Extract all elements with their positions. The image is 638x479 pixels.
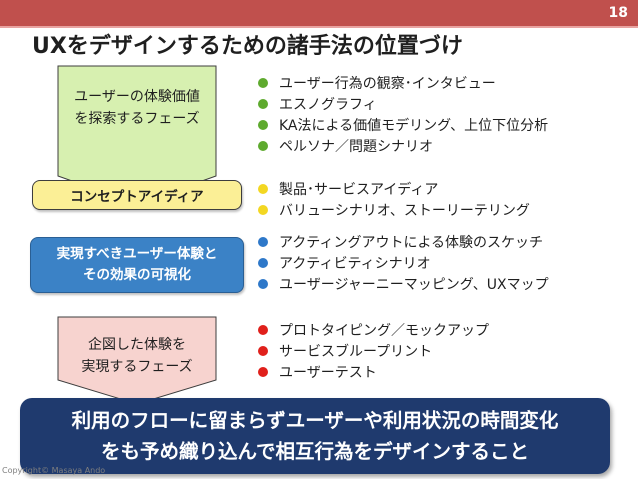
concept-methods-list: 製品･サービスアイディア バリューシナリオ、ストーリーテリング <box>258 178 530 220</box>
bullet-dot-icon <box>258 257 268 268</box>
header-bar: 18 <box>0 0 638 26</box>
list-item: ペルソナ／問題シナリオ <box>258 135 548 156</box>
bullet-dot-icon <box>258 324 268 335</box>
list-item: プロトタイピング／モックアップ <box>258 319 489 340</box>
copyright-notice: Copyright© Masaya Ando <box>2 466 106 475</box>
method-label: ユーザージャーニーマッピング、UXマップ <box>279 276 549 293</box>
summary-banner: 利用のフローに留まらずユーザーや利用状況の時間変化 をも予め織り込んで相互行為を… <box>20 398 610 474</box>
phase-concept-label: コンセプトアイディア <box>32 180 242 210</box>
explore-methods-list: ユーザー行為の観察･インタビュー エスノグラフィ KA法による価値モデリング、上… <box>258 72 548 156</box>
summary-line-2: をも予め織り込んで相互行為をデザインすること <box>100 440 530 463</box>
list-item: アクティビティシナリオ <box>258 252 549 273</box>
phase-visualize-label: 実現すべきユーザー体験と その効果の可視化 <box>30 237 244 293</box>
list-item: エスノグラフィ <box>258 93 548 114</box>
method-label: KA法による価値モデリング、上位下位分析 <box>279 117 549 134</box>
bullet-dot-icon <box>258 183 268 194</box>
summary-line-1: 利用のフローに留まらずユーザーや利用状況の時間変化 <box>71 409 559 432</box>
phase-explore-label: ユーザーの体験価値 を探索するフェーズ <box>74 89 200 127</box>
bullet-dot-icon <box>258 345 268 356</box>
bullet-dot-icon <box>258 77 268 88</box>
page-number: 18 <box>608 5 628 21</box>
list-item: 製品･サービスアイディア <box>258 178 530 199</box>
list-item: ユーザー行為の観察･インタビュー <box>258 72 548 93</box>
method-label: サービスブループリント <box>279 343 433 360</box>
list-item: バリューシナリオ、ストーリーテリング <box>258 199 530 220</box>
visualize-methods-list: アクティングアウトによる体験のスケッチ アクティビティシナリオ ユーザージャーニ… <box>258 231 549 294</box>
list-item: ユーザージャーニーマッピング、UXマップ <box>258 273 549 294</box>
method-label: アクティビティシナリオ <box>279 255 431 272</box>
phase-realize-arrow-shape <box>57 316 217 405</box>
method-label: アクティングアウトによる体験のスケッチ <box>279 234 544 251</box>
page-title: UXをデザインするための諸手法の位置づけ <box>32 34 463 59</box>
method-label: ユーザーテスト <box>279 364 377 381</box>
bullet-dot-icon <box>258 204 268 215</box>
realize-methods-list: プロトタイピング／モックアップ サービスブループリント ユーザーテスト <box>258 319 489 382</box>
method-label: 製品･サービスアイディア <box>279 181 439 198</box>
method-label: ユーザー行為の観察･インタビュー <box>279 75 496 92</box>
list-item: サービスブループリント <box>258 340 489 361</box>
method-label: エスノグラフィ <box>279 96 377 113</box>
method-label: バリューシナリオ、ストーリーテリング <box>279 202 530 219</box>
bullet-dot-icon <box>258 366 268 377</box>
method-label: ペルソナ／問題シナリオ <box>279 138 433 155</box>
bullet-dot-icon <box>258 236 268 247</box>
bullet-dot-icon <box>258 119 268 130</box>
bullet-dot-icon <box>258 278 268 289</box>
phase-realize-label: 企図した体験を 実現するフェーズ <box>81 337 193 375</box>
header-divider <box>0 26 638 28</box>
method-label: プロトタイピング／モックアップ <box>279 322 489 339</box>
list-item: アクティングアウトによる体験のスケッチ <box>258 231 549 252</box>
bullet-dot-icon <box>258 140 268 151</box>
list-item: KA法による価値モデリング、上位下位分析 <box>258 114 548 135</box>
list-item: ユーザーテスト <box>258 361 489 382</box>
bullet-dot-icon <box>258 98 268 109</box>
